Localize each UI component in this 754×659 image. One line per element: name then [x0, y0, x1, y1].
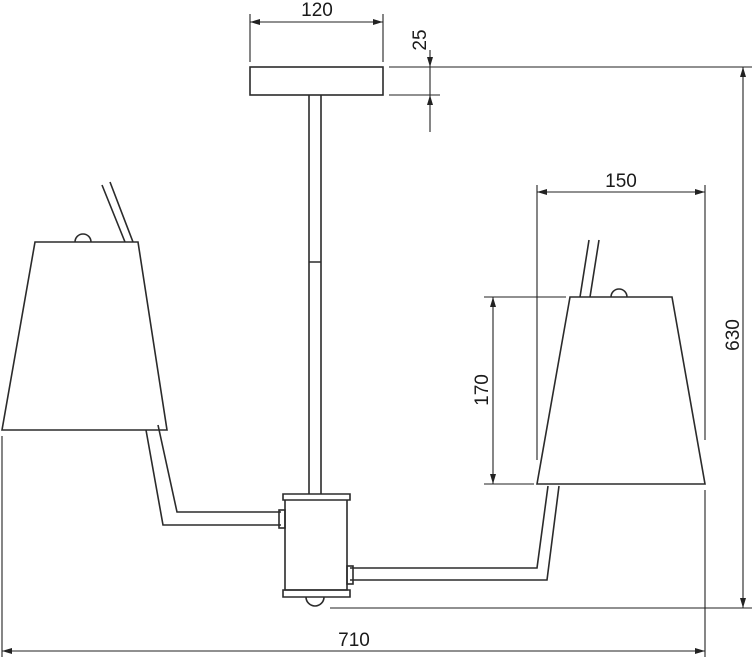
stem-lower — [308, 262, 322, 494]
right-arm-joint — [346, 565, 354, 585]
shade-width-label: 150 — [605, 171, 637, 192]
dimension-canopy-height: 25 — [389, 29, 440, 132]
right-arm — [350, 485, 560, 581]
dimension-shade-height: 170 — [472, 296, 566, 485]
shade-height-label: 170 — [472, 374, 493, 406]
overall-width-label: 710 — [338, 630, 370, 651]
left-shade — [1, 241, 168, 431]
canopy-width-label: 120 — [301, 0, 333, 21]
hub-bottom-cap — [282, 589, 351, 598]
lamp-fixture — [1, 66, 706, 607]
overall-height-label: 630 — [723, 319, 744, 351]
ceiling-canopy — [249, 66, 384, 96]
left-shade-rod — [101, 181, 134, 243]
dimension-overall-height: 630 — [330, 66, 752, 609]
hub-top-cap — [282, 493, 351, 501]
left-shade-knob — [74, 233, 92, 243]
hub-body — [284, 500, 348, 591]
dimension-canopy-width: 120 — [249, 0, 384, 62]
left-arm — [145, 424, 281, 526]
dimension-shade-width: 150 — [536, 171, 706, 460]
canopy-height-label: 25 — [410, 29, 431, 50]
dimension-overall-width: 710 — [1, 436, 706, 657]
left-arm-joint — [278, 509, 286, 529]
right-shade-knob — [610, 288, 628, 298]
right-shade — [536, 296, 706, 485]
stem-upper — [308, 95, 322, 263]
right-shade-rod — [579, 239, 600, 298]
hub-finial — [305, 596, 325, 607]
